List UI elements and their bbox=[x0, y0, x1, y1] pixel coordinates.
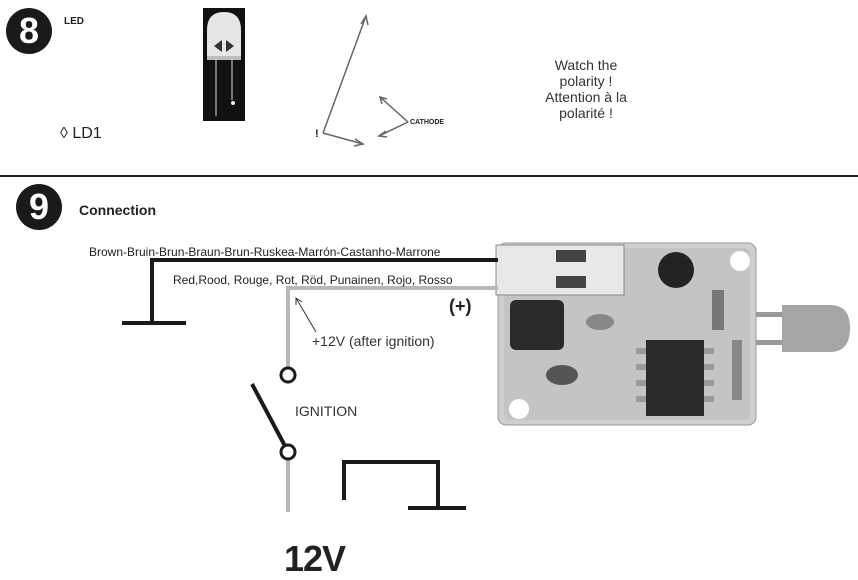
led-photo bbox=[203, 8, 245, 121]
led-polarity-arrows bbox=[322, 14, 409, 147]
step-8-badge: 8 bbox=[6, 8, 52, 54]
pcb-module bbox=[495, 242, 850, 426]
red-wire bbox=[286, 286, 498, 368]
brown-wire bbox=[150, 258, 498, 323]
switch-lever bbox=[250, 383, 287, 447]
polarity-warning: Watch the polarity ! Attention à la pola… bbox=[521, 57, 651, 121]
step-8-number: 8 bbox=[18, 10, 40, 51]
brown-wire-label: Brown-Bruin-Brun-Braun-Brun-Ruskea-Marró… bbox=[89, 245, 441, 259]
warning-line-4: polarité ! bbox=[559, 105, 613, 121]
exclamation-mark: ! bbox=[315, 128, 319, 140]
ld1-label: ◊ LD1 bbox=[60, 125, 102, 142]
cathode-label: CATHODE bbox=[410, 119, 445, 126]
chassis-ground-symbol bbox=[342, 460, 440, 508]
step-9-number: 9 bbox=[28, 186, 50, 227]
red-wire-label: Red,Rood, Rouge, Rot, Röd, Punainen, Roj… bbox=[173, 273, 453, 287]
supply-voltage-label: 12V bbox=[284, 538, 346, 579]
led-label: LED bbox=[64, 16, 84, 27]
switch-contact-top bbox=[279, 366, 297, 384]
positive-note: +12V (after ignition) bbox=[312, 333, 435, 349]
step-9-badge: 9 bbox=[16, 184, 62, 230]
warning-line-1: Watch the bbox=[554, 57, 618, 73]
warning-line-3: Attention à la bbox=[545, 89, 627, 105]
warning-line-2: polarity ! bbox=[559, 73, 613, 89]
connection-title: Connection bbox=[79, 202, 156, 218]
switch-contact-bottom bbox=[279, 443, 297, 461]
positive-arrow bbox=[295, 297, 317, 333]
ignition-label: IGNITION bbox=[295, 403, 358, 419]
positive-marker: (+) bbox=[449, 296, 472, 316]
